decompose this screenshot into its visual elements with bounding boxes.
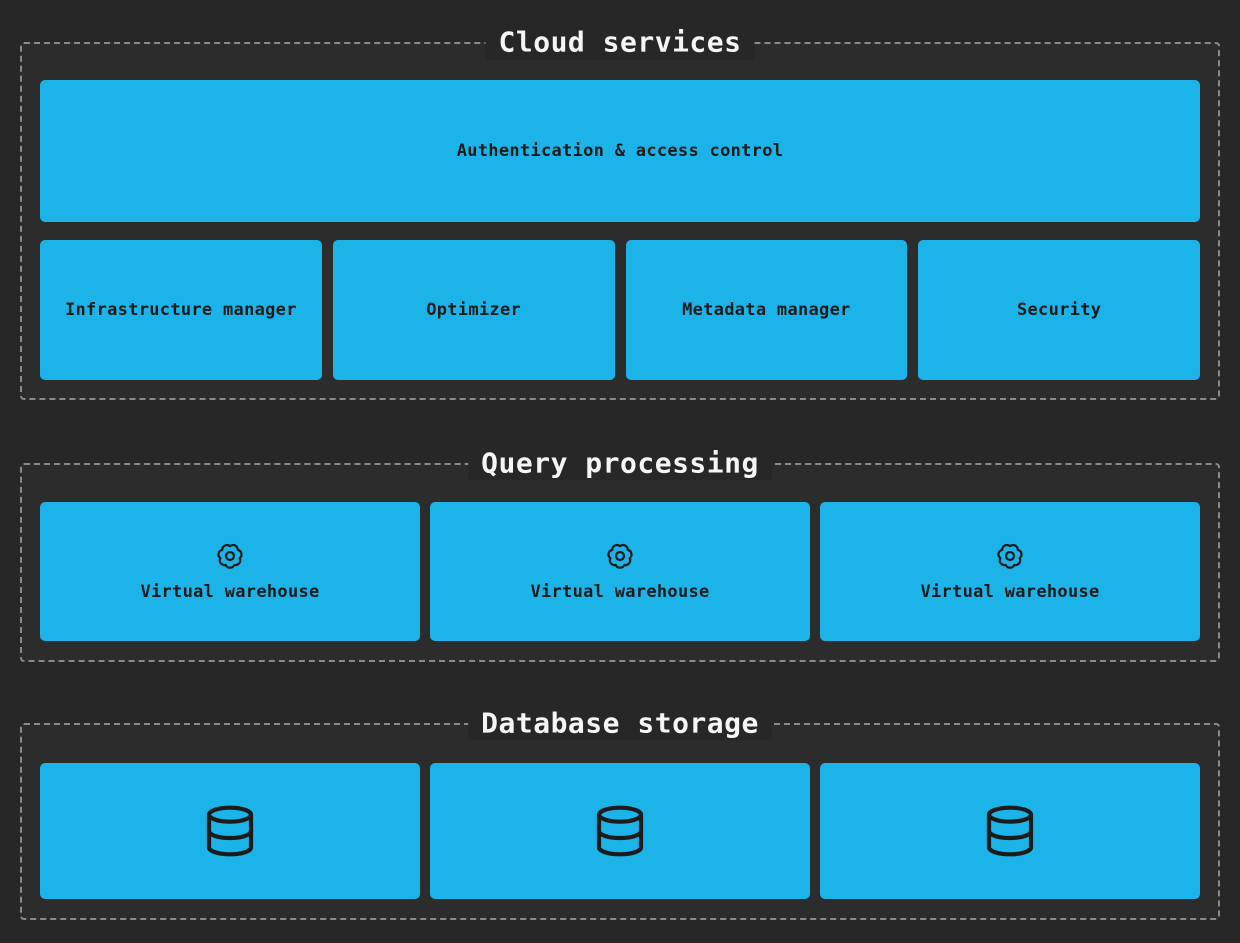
node-database-2 bbox=[430, 763, 810, 899]
node-label: Security bbox=[1016, 300, 1102, 320]
gear-icon bbox=[606, 542, 634, 570]
node-label: Virtual warehouse bbox=[920, 581, 1100, 602]
gear-icon bbox=[216, 542, 244, 570]
cloud-services-row-top: Authentication & access control bbox=[40, 80, 1200, 222]
node-virtual-warehouse-1: Virtual warehouse bbox=[40, 502, 420, 641]
section-title-database-storage: Database storage bbox=[468, 705, 772, 741]
query-processing-row: Virtual warehouse Virtual warehouse bbox=[40, 502, 1200, 641]
node-label: Virtual warehouse bbox=[140, 581, 320, 602]
node-label: Optimizer bbox=[426, 300, 522, 320]
section-title-query-processing: Query processing bbox=[468, 445, 772, 481]
node-metadata-manager: Metadata manager bbox=[625, 240, 908, 380]
node-label: Virtual warehouse bbox=[530, 581, 710, 602]
section-database-storage: Database storage bbox=[20, 705, 1220, 920]
cloud-services-row-bottom: Infrastructure manager Optimizer Metadat… bbox=[40, 240, 1200, 380]
node-label: Infrastructure manager bbox=[64, 300, 297, 320]
node-database-1 bbox=[40, 763, 420, 899]
database-icon bbox=[202, 802, 258, 860]
node-label: Authentication & access control bbox=[456, 141, 784, 161]
section-cloud-services: Cloud services Authentication & access c… bbox=[20, 24, 1220, 400]
node-security: Security bbox=[918, 240, 1200, 380]
node-virtual-warehouse-2: Virtual warehouse bbox=[430, 502, 810, 641]
database-storage-row bbox=[40, 763, 1200, 899]
node-virtual-warehouse-3: Virtual warehouse bbox=[820, 502, 1200, 641]
gear-icon bbox=[996, 542, 1024, 570]
database-icon bbox=[592, 802, 648, 860]
section-query-processing: Query processing Virtual warehouse bbox=[20, 445, 1220, 662]
section-title-cloud-services: Cloud services bbox=[485, 24, 755, 60]
node-database-3 bbox=[820, 763, 1200, 899]
database-icon bbox=[982, 802, 1038, 860]
node-optimizer: Optimizer bbox=[332, 240, 615, 380]
node-infrastructure-manager: Infrastructure manager bbox=[40, 240, 322, 380]
node-label: Metadata manager bbox=[682, 300, 851, 320]
node-authentication-access-control: Authentication & access control bbox=[40, 80, 1200, 222]
